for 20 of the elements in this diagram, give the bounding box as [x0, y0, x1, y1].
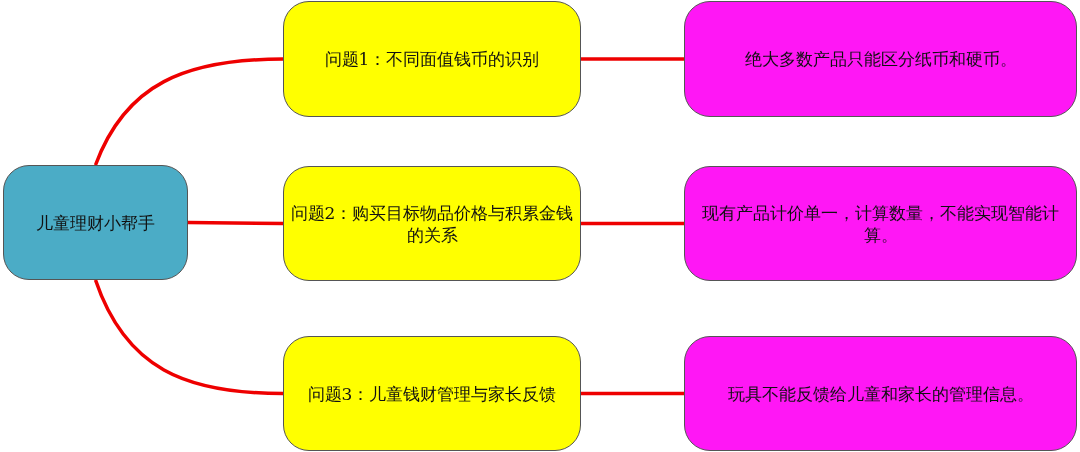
box-label: 儿童理财小帮手	[36, 211, 155, 234]
connector-line	[581, 221, 684, 226]
description-box	[684, 336, 1077, 451]
root-box	[3, 165, 188, 280]
box-label: 绝大多数产品只能区分纸币和硬币。	[744, 48, 1017, 70]
description-box	[684, 166, 1077, 281]
connector-line	[93, 57, 284, 166]
connector-line	[581, 391, 684, 396]
box-label: 问题1：不同面值钱币的识别	[324, 48, 540, 70]
description-box	[684, 1, 1077, 117]
box-label: 玩具不能反馈给儿童和家长的管理信息。	[727, 382, 1034, 405]
connector-line	[581, 57, 684, 61]
box-label: 现有产品计价单一，计算数量，不能实现智能计算。	[701, 201, 1060, 246]
connector-line	[93, 279, 284, 396]
topic-box	[283, 1, 581, 117]
connector-line	[188, 220, 283, 226]
box-label: 问题3：儿童钱财管理与家长反馈	[307, 382, 557, 405]
topic-box	[283, 336, 581, 451]
box-label: 问题2：购买目标物品价格与积累金钱的关系	[289, 201, 575, 246]
topic-box	[283, 166, 581, 281]
